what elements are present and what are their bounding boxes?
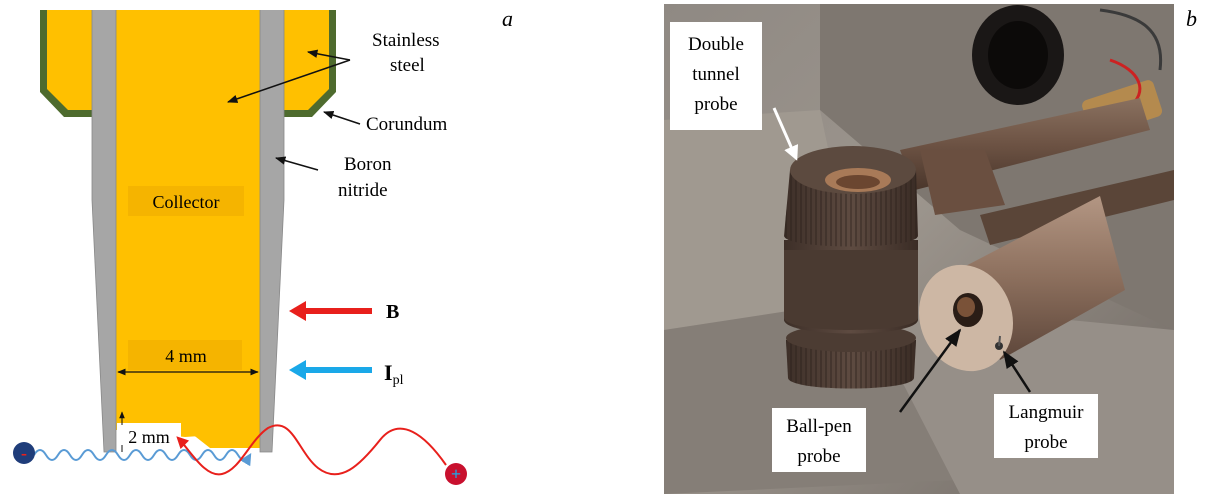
gap-label: 2 mm <box>128 427 170 447</box>
ballpen-arrow <box>898 328 962 413</box>
ion <box>445 463 467 485</box>
boron-nitride-tube-left <box>92 10 116 452</box>
langmuir-arrow <box>1002 350 1032 393</box>
boron-arrow <box>274 156 319 171</box>
stainless-label-line2: steel <box>390 55 425 76</box>
double-tunnel-label-line2: tunnel <box>692 64 740 85</box>
ballpen-label-line1: Ball-pen <box>786 416 852 437</box>
boron-label-line1: Boron <box>344 154 392 175</box>
double-tunnel-arrow <box>772 107 799 161</box>
ballpen-label-box <box>772 408 866 472</box>
panel-b-label: b <box>1186 6 1197 31</box>
ion-sign: + <box>451 464 461 484</box>
double-tunnel-label-box <box>670 22 762 130</box>
ballpen-label-line2: probe <box>797 446 840 467</box>
panel-a-label: a <box>502 6 513 31</box>
stainless-arrow-2 <box>227 59 351 103</box>
corundum-arrow <box>323 111 361 125</box>
width-label: 4 mm <box>165 346 207 366</box>
ipl-label: Ipl <box>384 360 404 388</box>
boron-label-line2: nitride <box>338 180 388 201</box>
collector-body <box>47 10 329 448</box>
langmuir-label-box <box>994 394 1098 458</box>
support-rod-lower <box>980 170 1174 245</box>
double-tunnel-label-line1: Double <box>688 34 744 55</box>
width-label-box <box>128 340 242 370</box>
langmuir-label-line1: Langmuir <box>1009 402 1085 423</box>
probe-shaft <box>920 150 1005 215</box>
corundum-label: Corundum <box>366 114 448 135</box>
electron-trajectory <box>33 449 252 467</box>
electron <box>13 442 35 464</box>
b-label: B <box>386 301 399 323</box>
double-tunnel-label-line3: probe <box>694 94 737 115</box>
double-tunnel-probe <box>784 146 918 389</box>
ion-trajectory <box>176 424 447 476</box>
panel-b: Double tunnel probe Ball-pen probe Langm… <box>664 4 1174 494</box>
gap-label-box <box>117 423 181 449</box>
langmuir-label-line2: probe <box>1024 432 1067 453</box>
stainless-label-line1: Stainless <box>372 30 440 51</box>
boron-nitride-tube-right <box>260 10 284 452</box>
collector-label: Collector <box>153 192 220 212</box>
collector-label-box <box>128 186 244 216</box>
electron-sign: - <box>21 443 27 463</box>
stainless-arrow-1 <box>306 49 351 61</box>
panel-a: Collector 4 mm 2 mm Stainless steel Coru… <box>13 6 513 485</box>
